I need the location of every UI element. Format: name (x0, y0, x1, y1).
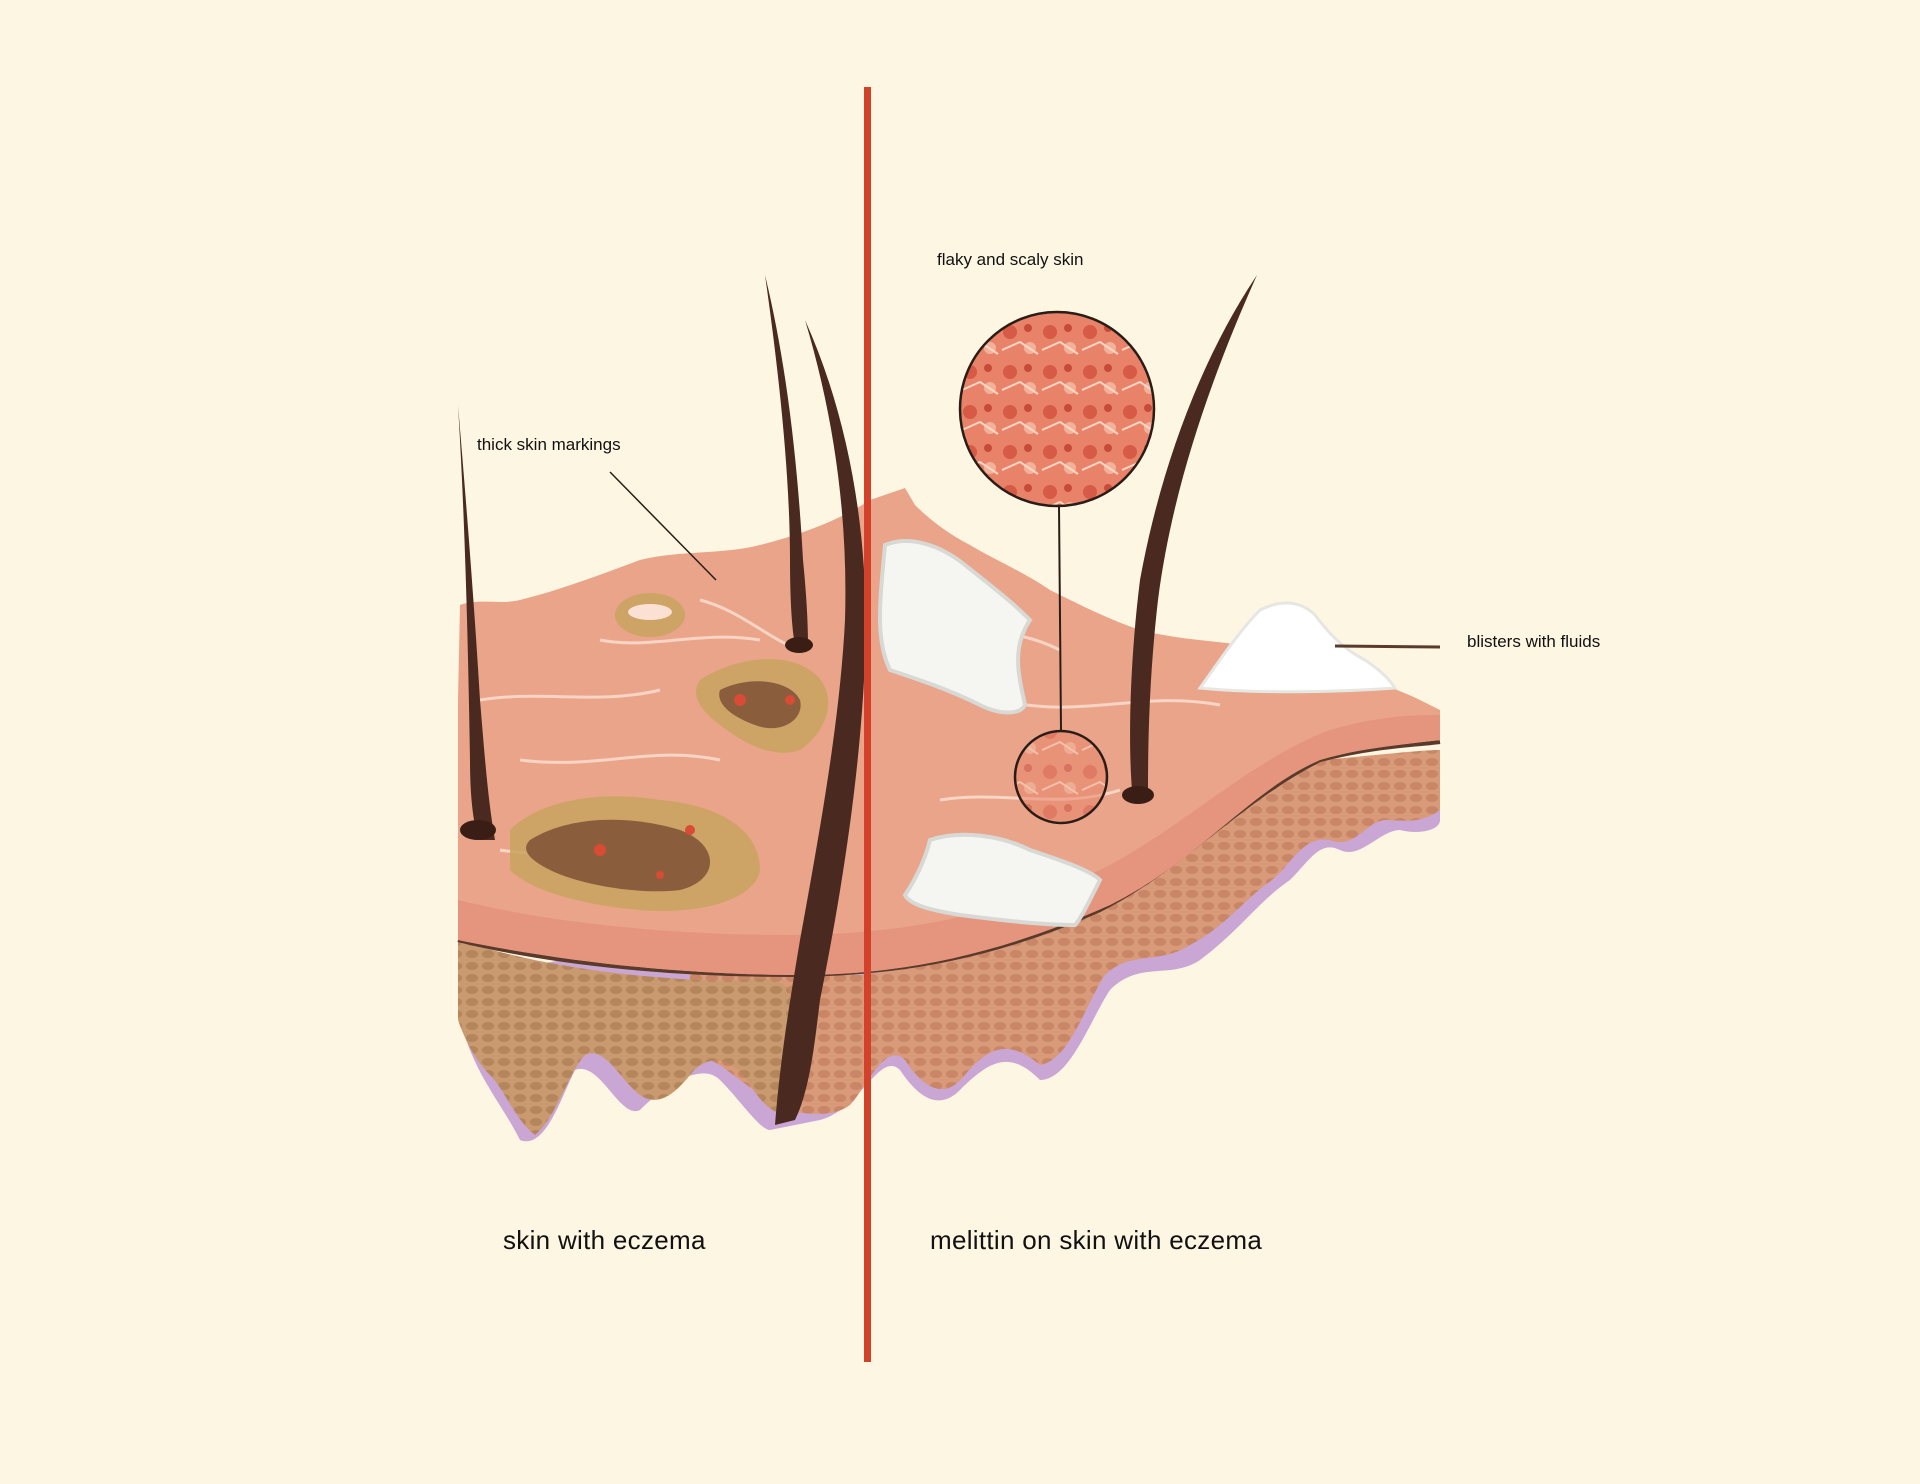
thick-skin-markings-leader (609, 471, 717, 581)
label-thick-skin-markings: thick skin markings (477, 435, 621, 454)
hair-left (458, 405, 495, 840)
magnifier-connector-line (1058, 505, 1062, 732)
epidermis-shading (458, 715, 1440, 975)
magnified-area-marker (1013, 729, 1109, 825)
dermis-right (690, 750, 1440, 1114)
comparison-divider-line (864, 87, 871, 1362)
flaky-patch-upper (878, 539, 1033, 715)
hair-center (765, 275, 808, 645)
caption-melittin-on-skin-with-eczema: melittin on skin with eczema (930, 1225, 1263, 1255)
label-blisters-with-fluids: blisters with fluids (1467, 632, 1601, 651)
hair-follicle-left (460, 820, 496, 840)
eczema-patch-lower (510, 796, 760, 911)
flaky-patch-lower (902, 832, 1103, 928)
dermis-left (458, 940, 790, 1135)
eczema-spot-top (615, 593, 685, 637)
hair-right (1130, 275, 1257, 790)
blister-with-fluid (1197, 601, 1398, 694)
hair-follicle-center (785, 637, 813, 653)
caption-skin-with-eczema: skin with eczema (503, 1225, 706, 1255)
blisters-leader (1334, 644, 1441, 649)
eczema-patch-upper (696, 659, 829, 753)
magnified-flaky-skin-view (958, 310, 1156, 508)
hair-follicle-right (1122, 786, 1154, 804)
label-flaky-and-scaly-skin: flaky and scaly skin (937, 250, 1084, 269)
hair-crossing-divider (775, 320, 866, 1125)
dermis-boundary-line (457, 740, 1441, 978)
